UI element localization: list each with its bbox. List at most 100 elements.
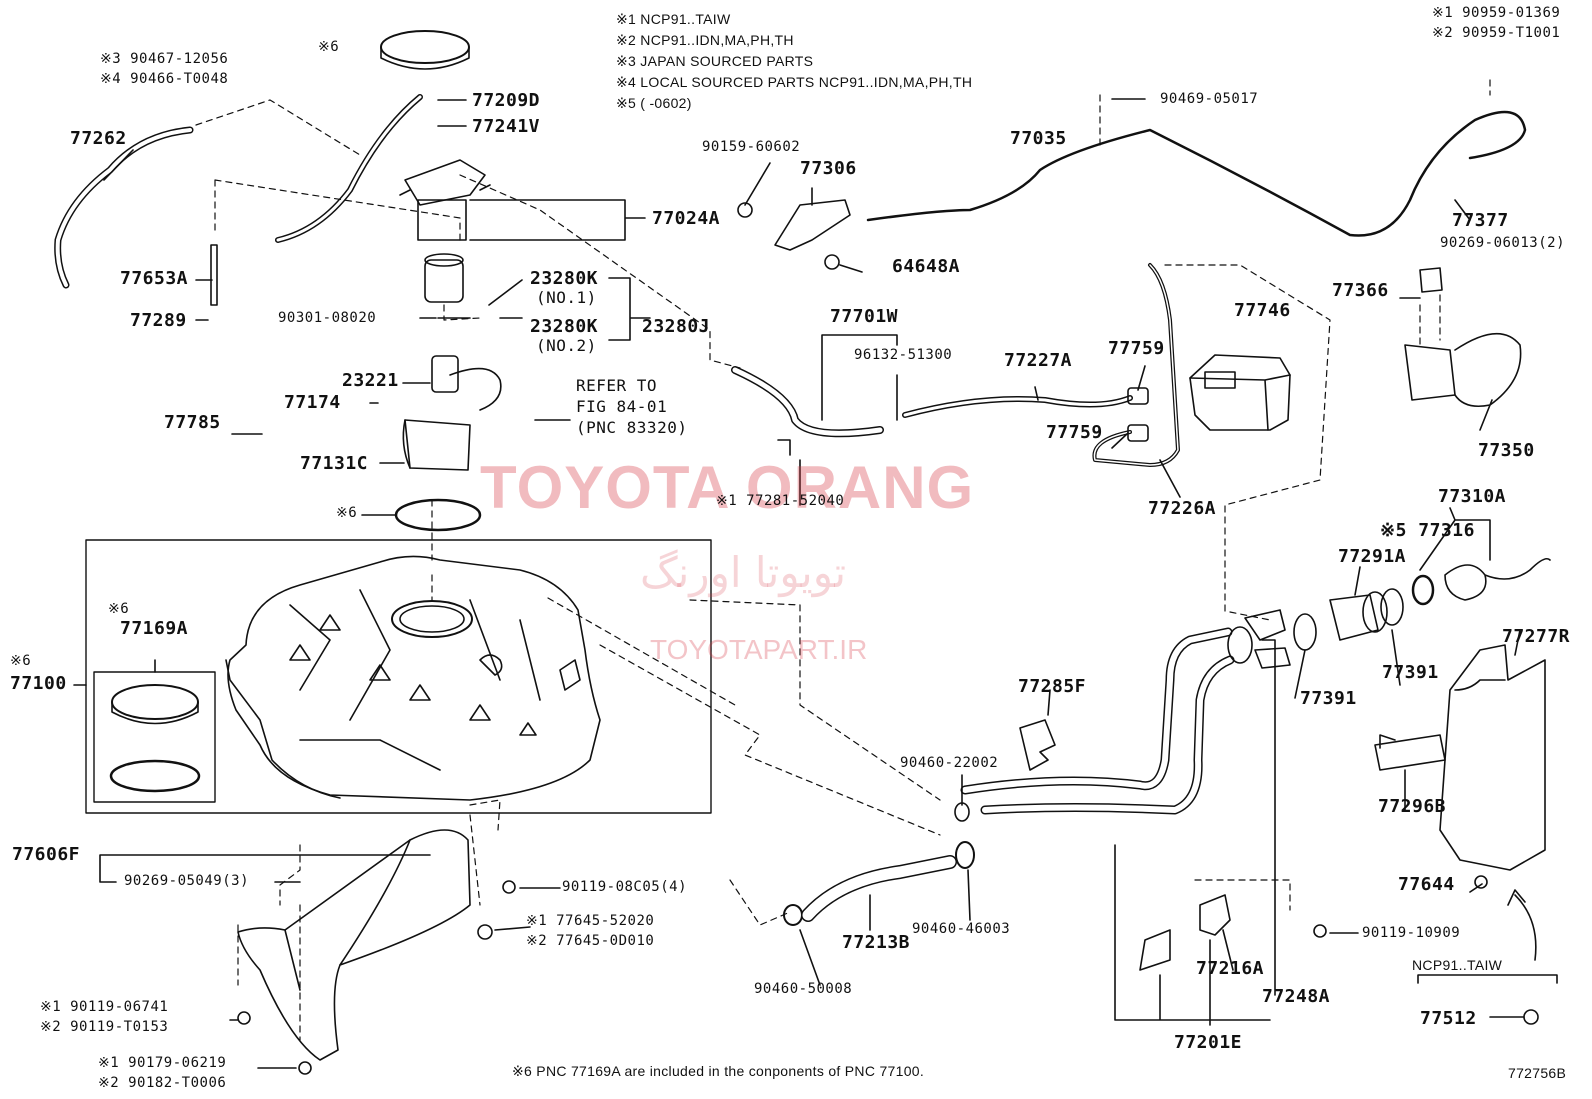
part-label: 77131C [300,453,369,474]
part-label: 90301-08020 [278,310,377,326]
part-label: 77174 [284,392,341,413]
arrow-icon [1514,894,1537,961]
part-label: 77306 [800,158,857,179]
part-label: REFER TO [576,376,658,395]
part-label: 77296B [1378,796,1447,817]
shroud-77277R-icon [1439,644,1546,871]
part-label: (NO.1) [536,288,597,307]
seal-77291A-icon [1329,594,1379,641]
part-label: 77391 [1300,688,1357,709]
part-label: 77391 [1382,662,1439,683]
part-label: ※5 77316 [1380,520,1475,541]
charcoal-canister-icon [1189,354,1291,431]
part-label: ※2 90119-T0153 [40,1019,169,1035]
part-label: ※2 90959-T1001 [1432,25,1561,41]
note-1: ※1 NCP91..TAIW [616,11,731,27]
part-label: 77216A [1196,958,1265,979]
part-label: 77262 [70,128,127,149]
part-label: 77100 [10,673,67,694]
part-label: ※2 90182-T0006 [98,1075,227,1091]
part-label: 77209D [472,90,541,111]
part-label: ※6 [318,39,340,55]
watermark-brand: TOYOTA ORANG [480,454,975,521]
part-label: 77024A [652,208,721,229]
part-label: 77291A [1338,546,1407,567]
bolt-90159-icon [737,202,753,218]
gasket-77391b-icon [1380,588,1404,626]
gasket-icon [394,498,482,532]
part-label: 23280K [530,316,599,337]
part-label: 90460-50008 [754,981,853,997]
bracket-77216A-icon [1199,894,1231,936]
clamp-90460b-icon [955,841,975,869]
part-label: 77785 [164,412,221,433]
tube-77653A-icon [210,244,218,306]
part-label: ※1 77645-52020 [526,913,655,929]
note-5: ※5 ( -0602) [616,95,692,111]
bracket-77201E-icon [1139,929,1171,971]
part-label: 90460-22002 [900,755,999,771]
footnote: ※6 PNC 77169A are included in the conpon… [512,1063,925,1079]
part-label: ※4 90466-T0048 [100,71,229,87]
watermark-persian: تویوتا اورنگ [640,548,847,597]
part-label: FIG 84-01 [576,397,668,416]
note-4: ※4 LOCAL SOURCED PARTS NCP91..IDN,MA,PH,… [616,74,973,90]
part-label: 64648A [892,256,961,277]
part-label: 77285F [1018,676,1087,697]
part-label: ※3 90467-12056 [100,51,229,67]
part-label: 77241V [472,116,541,137]
part-label: 90469-05017 [1160,91,1259,107]
part-label: 90119-10909 [1362,925,1461,941]
ring-kit-frame [93,671,216,803]
fuel-pump-assembly-icon [399,159,502,471]
watermark-site: TOYOTAPART.IR [650,634,868,665]
part-label: 77169A [120,618,189,639]
part-label: ※1 90119-06741 [40,999,169,1015]
part-label: 77377 [1452,210,1509,231]
figure-number: 772756B [1508,1065,1567,1081]
part-label: (NO.2) [536,336,597,355]
fuel-tank-frame [85,539,712,814]
part-label: 77035 [1010,128,1067,149]
part-label: 77226A [1148,498,1217,519]
bracket-77296B-icon [1374,734,1446,771]
part-label: 77366 [1332,280,1389,301]
part-label: 77606F [12,844,81,865]
part-label: 77512 [1420,1008,1477,1029]
part-label: 77701W [830,306,899,327]
part-label: 90269-06013(2) [1440,235,1566,251]
part-label: 23280K [530,268,599,289]
part-label: 77653A [120,268,189,289]
part-label: 90269-05049(3) [124,873,250,889]
part-label: 77201E [1174,1032,1243,1053]
part-label: ※6 [336,505,358,521]
note-3: ※3 JAPAN SOURCED PARTS [616,53,814,69]
part-label: 77746 [1234,300,1291,321]
fuel-cap-icon [1444,557,1551,601]
clip-77512-icon [1523,1009,1539,1025]
part-label: 77759 [1108,338,1165,359]
gasket-77391a-icon [1293,613,1317,651]
filler-pipe-icon [960,609,1291,815]
part-label: 90119-08C05(4) [562,879,688,895]
part-label: 77310A [1438,486,1507,507]
clamp-90460c-icon [783,904,803,926]
fuel-tank-icon [225,555,601,801]
bracket-77285F-icon [1019,719,1056,771]
part-label: 90159-60602 [702,139,801,155]
part-label: ※6 [108,601,130,617]
part-label: 77227A [1004,350,1073,371]
fuel-lid-icon [1404,267,1522,408]
part-label: 77644 [1398,874,1455,895]
note-2: ※2 NCP91..IDN,MA,PH,TH [616,32,794,48]
part-label: 23280J [642,316,711,337]
part-label: 23221 [342,370,399,391]
part-label: ※1 90959-01369 [1432,5,1561,21]
hose-77262-icon [54,126,194,289]
part-label: (PNC 83320) [576,418,688,437]
part-label: 77289 [130,310,187,331]
part-label: 77277R [1502,626,1571,647]
part-label: 77248A [1262,986,1331,1007]
retainer-ring-icon [380,30,470,64]
